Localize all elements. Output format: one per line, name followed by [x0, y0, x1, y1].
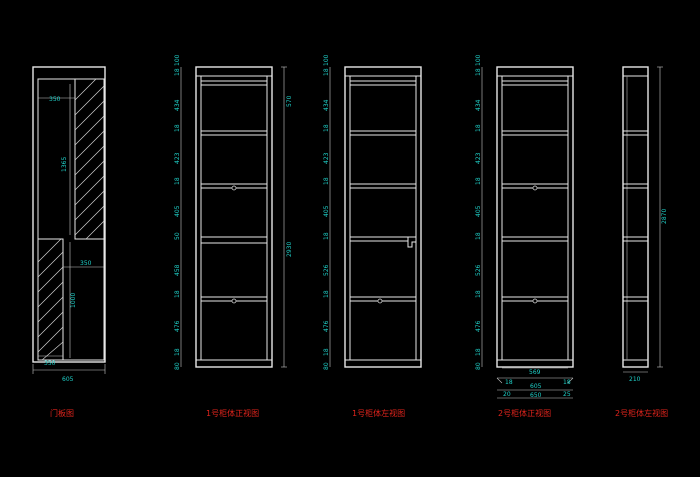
door-inner-frame [37, 78, 105, 361]
door-panel-view: 350 1365 350 1000 350 605 门板图 [32, 66, 106, 418]
svg-text:18: 18 [475, 232, 482, 240]
svg-text:80: 80 [174, 362, 181, 370]
svg-text:650: 650 [530, 392, 542, 399]
svg-text:80: 80 [323, 362, 330, 370]
svg-text:405: 405 [475, 205, 482, 217]
svg-text:405: 405 [174, 205, 181, 217]
shelf [501, 80, 569, 86]
notch-detail [407, 236, 417, 248]
view-title: 1号柜体左视图 [352, 408, 405, 418]
svg-text:18: 18 [174, 348, 181, 356]
dim-overall-width: 605 [62, 376, 74, 383]
knob-icon [532, 185, 538, 191]
svg-text:18: 18 [174, 290, 181, 298]
shelf [349, 236, 409, 242]
svg-text:18: 18 [323, 348, 330, 356]
shelf [622, 130, 649, 136]
shelf [349, 130, 417, 136]
cabinet-outline [344, 66, 422, 368]
svg-text:210: 210 [629, 376, 641, 383]
dim-top-width: 350 [49, 96, 61, 103]
door-upper-hatch [74, 78, 105, 240]
svg-text:605: 605 [530, 383, 542, 390]
knob-icon [231, 185, 237, 191]
svg-text:476: 476 [475, 320, 482, 332]
svg-text:50: 50 [174, 232, 181, 240]
cabinet1-side-view: 18 100 434 18 423 18 405 18 526 18 476 1… [323, 54, 422, 418]
svg-text:18: 18 [475, 124, 482, 132]
svg-text:18: 18 [505, 379, 513, 386]
shelf [349, 80, 417, 86]
door-lower-hatch [37, 238, 64, 361]
knob-icon [377, 298, 383, 304]
shelf [349, 296, 417, 302]
svg-text:18: 18 [563, 379, 571, 386]
svg-text:100: 100 [475, 54, 482, 66]
svg-text:18: 18 [323, 290, 330, 298]
svg-text:18: 18 [475, 177, 482, 185]
svg-text:526: 526 [475, 264, 482, 276]
middle-divider [200, 236, 268, 244]
svg-text:570: 570 [286, 95, 293, 107]
knob-icon [231, 298, 237, 304]
shelf [501, 236, 569, 242]
dim-upper-height: 1365 [61, 157, 68, 172]
svg-text:458: 458 [174, 264, 181, 276]
svg-text:18: 18 [475, 68, 482, 76]
door-upper-hatched-panel [74, 78, 105, 240]
svg-text:2930: 2930 [286, 242, 293, 257]
view-title: 2号柜体正视图 [498, 408, 551, 418]
svg-text:18: 18 [323, 232, 330, 240]
svg-text:80: 80 [475, 362, 482, 370]
shelf [501, 130, 569, 136]
door-outer-frame [32, 66, 106, 363]
svg-text:423: 423 [475, 152, 482, 164]
door-lower-hatched-panel [37, 238, 64, 361]
svg-text:423: 423 [323, 152, 330, 164]
dim-mid-width: 350 [80, 260, 92, 267]
svg-text:405: 405 [323, 205, 330, 217]
svg-text:2870: 2870 [661, 209, 668, 224]
shelf [349, 183, 417, 189]
svg-text:476: 476 [323, 320, 330, 332]
shelf [622, 296, 649, 302]
dim-bottom-width: 350 [44, 360, 56, 367]
svg-text:434: 434 [475, 99, 482, 111]
svg-text:18: 18 [475, 348, 482, 356]
cabinet1-front-view: 18 100 434 18 423 18 405 50 458 18 476 1… [174, 54, 293, 418]
shelf [622, 236, 649, 242]
svg-text:18: 18 [174, 68, 181, 76]
svg-text:25: 25 [563, 391, 571, 398]
svg-text:423: 423 [174, 152, 181, 164]
svg-text:434: 434 [323, 99, 330, 111]
svg-text:18: 18 [174, 177, 181, 185]
svg-text:100: 100 [323, 54, 330, 66]
svg-text:18: 18 [323, 68, 330, 76]
svg-text:476: 476 [174, 320, 181, 332]
svg-text:18: 18 [323, 124, 330, 132]
svg-text:18: 18 [174, 124, 181, 132]
dim-lower-height: 1000 [70, 293, 77, 308]
svg-text:434: 434 [174, 99, 181, 111]
knob-icon [532, 298, 538, 304]
shelf [200, 130, 268, 136]
view-title: 1号柜体正视图 [206, 408, 259, 418]
shelf [622, 183, 649, 189]
view-title: 2号柜体左视图 [615, 408, 668, 418]
cabinet-outline [195, 66, 273, 368]
svg-text:100: 100 [174, 54, 181, 66]
cabinet2-side-view: 2870 210 2号柜体左视图 [615, 66, 668, 418]
svg-text:18: 18 [475, 290, 482, 298]
svg-text:20: 20 [503, 391, 511, 398]
cabinet2-front-view: 18 100 434 18 423 18 405 18 526 18 476 1… [475, 54, 574, 418]
view-title: 门板图 [50, 408, 74, 418]
cabinet-outline [496, 66, 574, 368]
svg-text:569: 569 [529, 369, 541, 376]
cabinet-outline [622, 66, 649, 368]
svg-text:526: 526 [323, 264, 330, 276]
shelf [200, 80, 268, 86]
svg-text:18: 18 [323, 177, 330, 185]
